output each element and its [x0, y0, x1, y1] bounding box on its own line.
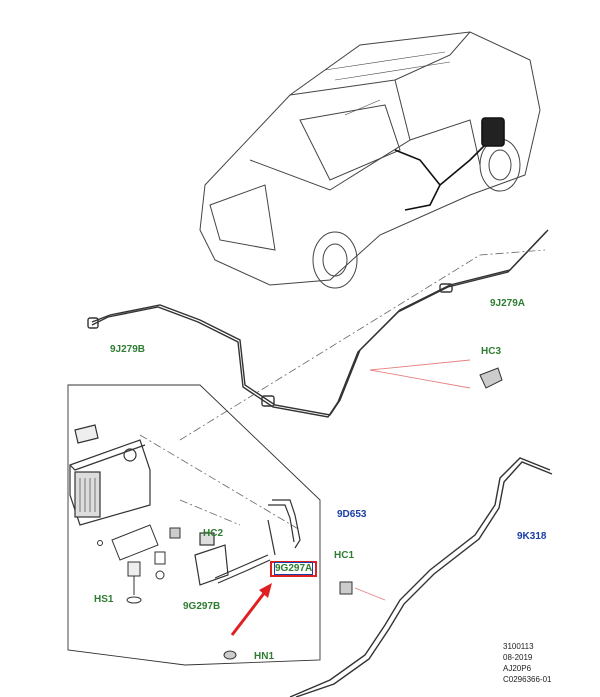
reference-line-1: 3100113: [503, 642, 534, 651]
reference-line-4: C0296366-01: [503, 675, 552, 684]
clips: [169, 367, 503, 660]
callout-9d653: 9D653: [337, 509, 367, 520]
leader-lines: [139, 249, 546, 531]
fuel-filter-assembly: [194, 499, 301, 586]
vehicle-illustration: [199, 31, 541, 289]
callout-hc1: HC1: [334, 550, 355, 561]
callout-9j279a: 9J279A: [490, 298, 526, 309]
reference-line-2: 08-2019: [503, 653, 533, 662]
red-pointer-lines: [354, 359, 471, 601]
callout-hc2: HC2: [203, 528, 224, 539]
canister-subassembly-frame: [67, 384, 321, 666]
reference-line-3: AJ20P6: [503, 664, 532, 673]
callout-9g297b: 9G297B: [183, 601, 221, 612]
mounting-bracket: [97, 524, 166, 604]
vehicle-fuel-harness: [394, 117, 505, 211]
callout-hc3: HC3: [481, 346, 502, 357]
carbon-canister: [69, 424, 151, 526]
callout-9j279b: 9J279B: [110, 344, 146, 355]
callout-9k318: 9K318: [517, 531, 547, 542]
fuel-tube-routing: [87, 229, 549, 418]
callout-9g297a-highlighted[interactable]: 9G297A: [270, 561, 318, 577]
highlight-arrow: [230, 583, 272, 636]
reference-block: 3100113 08-2019 AJ20P6 C0296366-01: [503, 641, 551, 685]
callout-hn1: HN1: [254, 651, 275, 662]
callout-hs1: HS1: [94, 594, 114, 605]
callout-9g297a-label: 9G297A: [273, 562, 314, 575]
fuel-tube-9k318: [289, 457, 553, 697]
